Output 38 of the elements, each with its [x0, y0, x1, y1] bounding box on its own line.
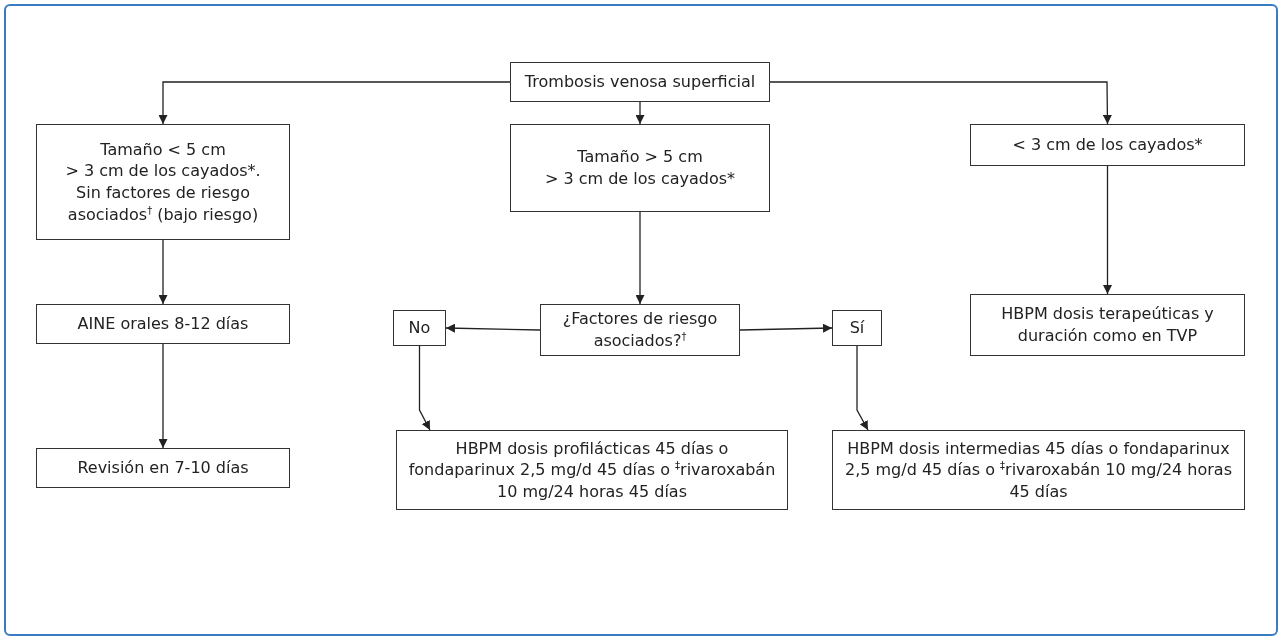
- arrow: [418, 345, 431, 431]
- process-box: [510, 62, 770, 102]
- box-text: < 3 cm de los cayados*: [1012, 134, 1203, 156]
- arrow: [158, 81, 511, 125]
- box-text: No: [408, 317, 431, 339]
- arrow: [739, 323, 833, 333]
- box-text: Trombosis venosa superficial: [524, 71, 756, 93]
- box-text: Tamaño < 5 cm: [100, 138, 226, 161]
- box-text: HBPM dosis profilácticas 45 días o fondaparinux 2,5 mg/d 45 días o $^{‡}$rivaroxabán 10 mg/24 horas 45 días: [407, 437, 777, 503]
- box-text: > 3 cm de los cayados*: [544, 168, 736, 190]
- arrow: [445, 323, 541, 333]
- arrow: [1103, 165, 1112, 295]
- box-text: AINE orales 8-12 días: [77, 313, 249, 335]
- process-box: [970, 294, 1245, 356]
- process-box: [970, 124, 1245, 166]
- process-box: [393, 310, 446, 346]
- box-text: ¿Factores de riesgo asociados?$^{†}$: [561, 308, 719, 352]
- arrow: [158, 239, 168, 305]
- process-box: [540, 304, 740, 356]
- arrow: [635, 211, 645, 305]
- process-box: [510, 124, 770, 212]
- box-text: Sin factores de riesgo asociados$^{†}$ (bajo riesgo): [66, 182, 260, 226]
- process-box: [396, 430, 788, 510]
- arrow: [856, 345, 869, 431]
- box-text: > 3 cm de los cayados*.: [65, 160, 261, 182]
- process-box: [832, 310, 882, 346]
- box-text: HBPM dosis intermedias 45 días o fondaparinux 2,5 mg/d 45 días o $^{‡}$rivaroxabán 10 mg/24 horas 45 días: [844, 437, 1233, 503]
- box-text: Sí: [849, 317, 865, 339]
- arrow: [635, 101, 645, 125]
- process-box: [36, 124, 290, 240]
- process-box: [36, 304, 290, 344]
- box-text: Revisión en 7-10 días: [77, 457, 249, 479]
- box-text: HBPM dosis terapeúticas y duración como en TVP: [1000, 303, 1215, 347]
- box-text: Tamaño > 5 cm: [577, 146, 703, 168]
- arrow: [769, 81, 1112, 125]
- process-box: [832, 430, 1245, 510]
- process-box: [36, 448, 290, 488]
- arrow: [158, 343, 168, 449]
